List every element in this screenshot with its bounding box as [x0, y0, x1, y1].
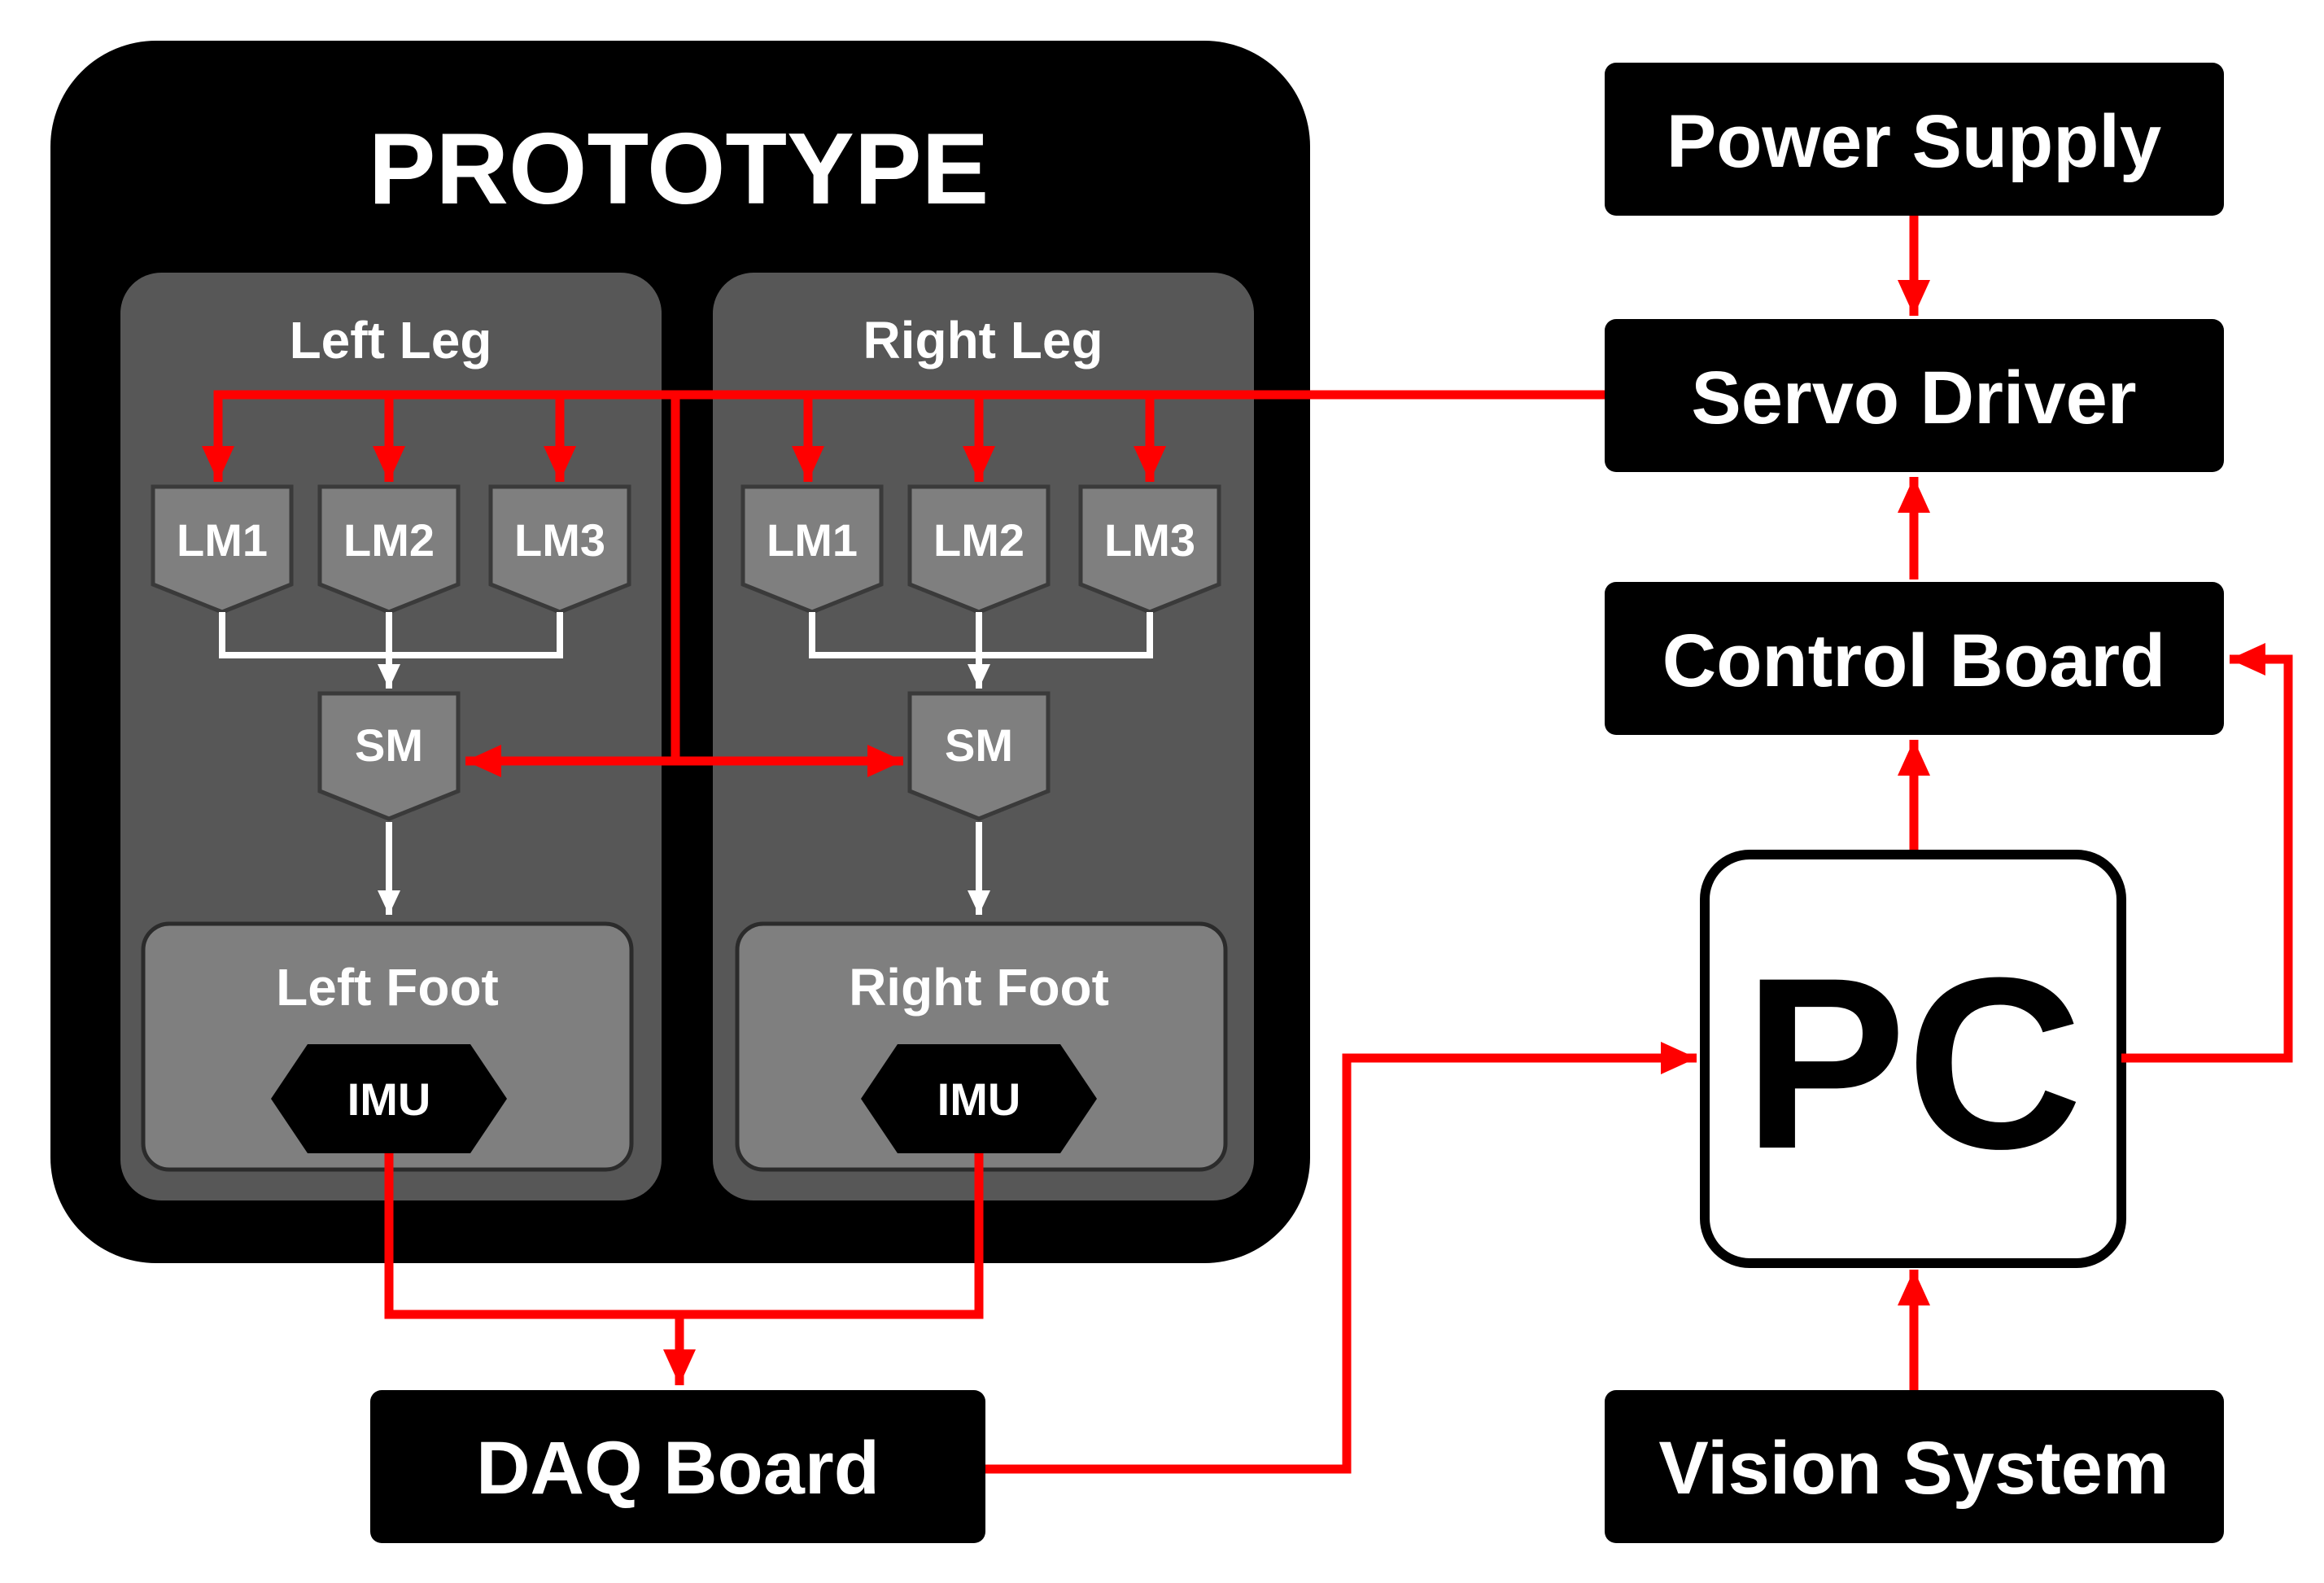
right-lm3-module: LM3 [1078, 484, 1221, 614]
imu-to-daq-lines [384, 1153, 984, 1385]
right-sm-module: SM [907, 691, 1051, 821]
servo-bus-lines [202, 390, 1605, 777]
prototype-title: PROTOTYPE [369, 113, 989, 225]
daq-board-block: DAQ Board [370, 1390, 985, 1543]
right-lm2-module: LM2 [907, 484, 1051, 614]
right-lm1-label: LM1 [767, 514, 858, 566]
right-imu-shape [861, 1044, 1097, 1153]
servo-driver-label: Servo Driver [1691, 356, 2136, 439]
left-lm2-label: LM2 [343, 514, 435, 566]
left-foot-label: Left Foot [276, 958, 499, 1017]
right-lm2-label: LM2 [933, 514, 1024, 566]
right-leg-panel: Right Leg LM1 LM2 LM3 SM Right Foot IMU [713, 273, 1254, 1200]
left-foot-panel: Left Foot IMU [141, 921, 634, 1172]
left-lm3-label: LM3 [514, 514, 605, 566]
control-board-block: Control Board [1605, 582, 2224, 735]
right-lm1-module: LM1 [740, 484, 884, 614]
control-board-label: Control Board [1662, 619, 2165, 702]
right-foot-panel: Right Foot IMU [735, 921, 1228, 1172]
left-leg-panel: Left Leg LM1 LM2 LM3 SM Left Foot IMU [120, 273, 662, 1200]
left-lm1-label: LM1 [177, 514, 268, 566]
daq-board-label: DAQ Board [476, 1427, 880, 1510]
right-lm-merge-lines [809, 612, 1153, 689]
servo-driver-block: Servo Driver [1605, 319, 2224, 472]
right-imu-label: IMU [937, 1074, 1021, 1125]
left-leg-label: Left Leg [290, 311, 492, 370]
left-sm-label: SM [355, 719, 423, 771]
power-supply-block: Power Supply [1605, 63, 2224, 216]
left-lm3-module: LM3 [488, 484, 631, 614]
left-lm1-module: LM1 [151, 484, 294, 614]
left-sm-module: SM [317, 691, 461, 821]
right-sm-label: SM [945, 719, 1013, 771]
right-lm3-label: LM3 [1104, 514, 1195, 566]
left-lm-merge-lines [219, 612, 563, 689]
daq-to-pc-line [985, 1042, 1697, 1474]
pc-block: PC [1700, 850, 2126, 1268]
vision-system-label: Vision System [1658, 1427, 2169, 1510]
left-imu-label: IMU [347, 1074, 431, 1125]
right-foot-label: Right Foot [849, 958, 1109, 1017]
right-leg-label: Right Leg [863, 311, 1103, 370]
left-imu-shape [271, 1044, 507, 1153]
vision-system-block: Vision System [1605, 1390, 2224, 1543]
pc-to-control-feedback-line [2121, 643, 2293, 1063]
pc-label: PC [1744, 926, 2083, 1200]
left-lm2-module: LM2 [317, 484, 461, 614]
power-supply-label: Power Supply [1667, 100, 2161, 183]
